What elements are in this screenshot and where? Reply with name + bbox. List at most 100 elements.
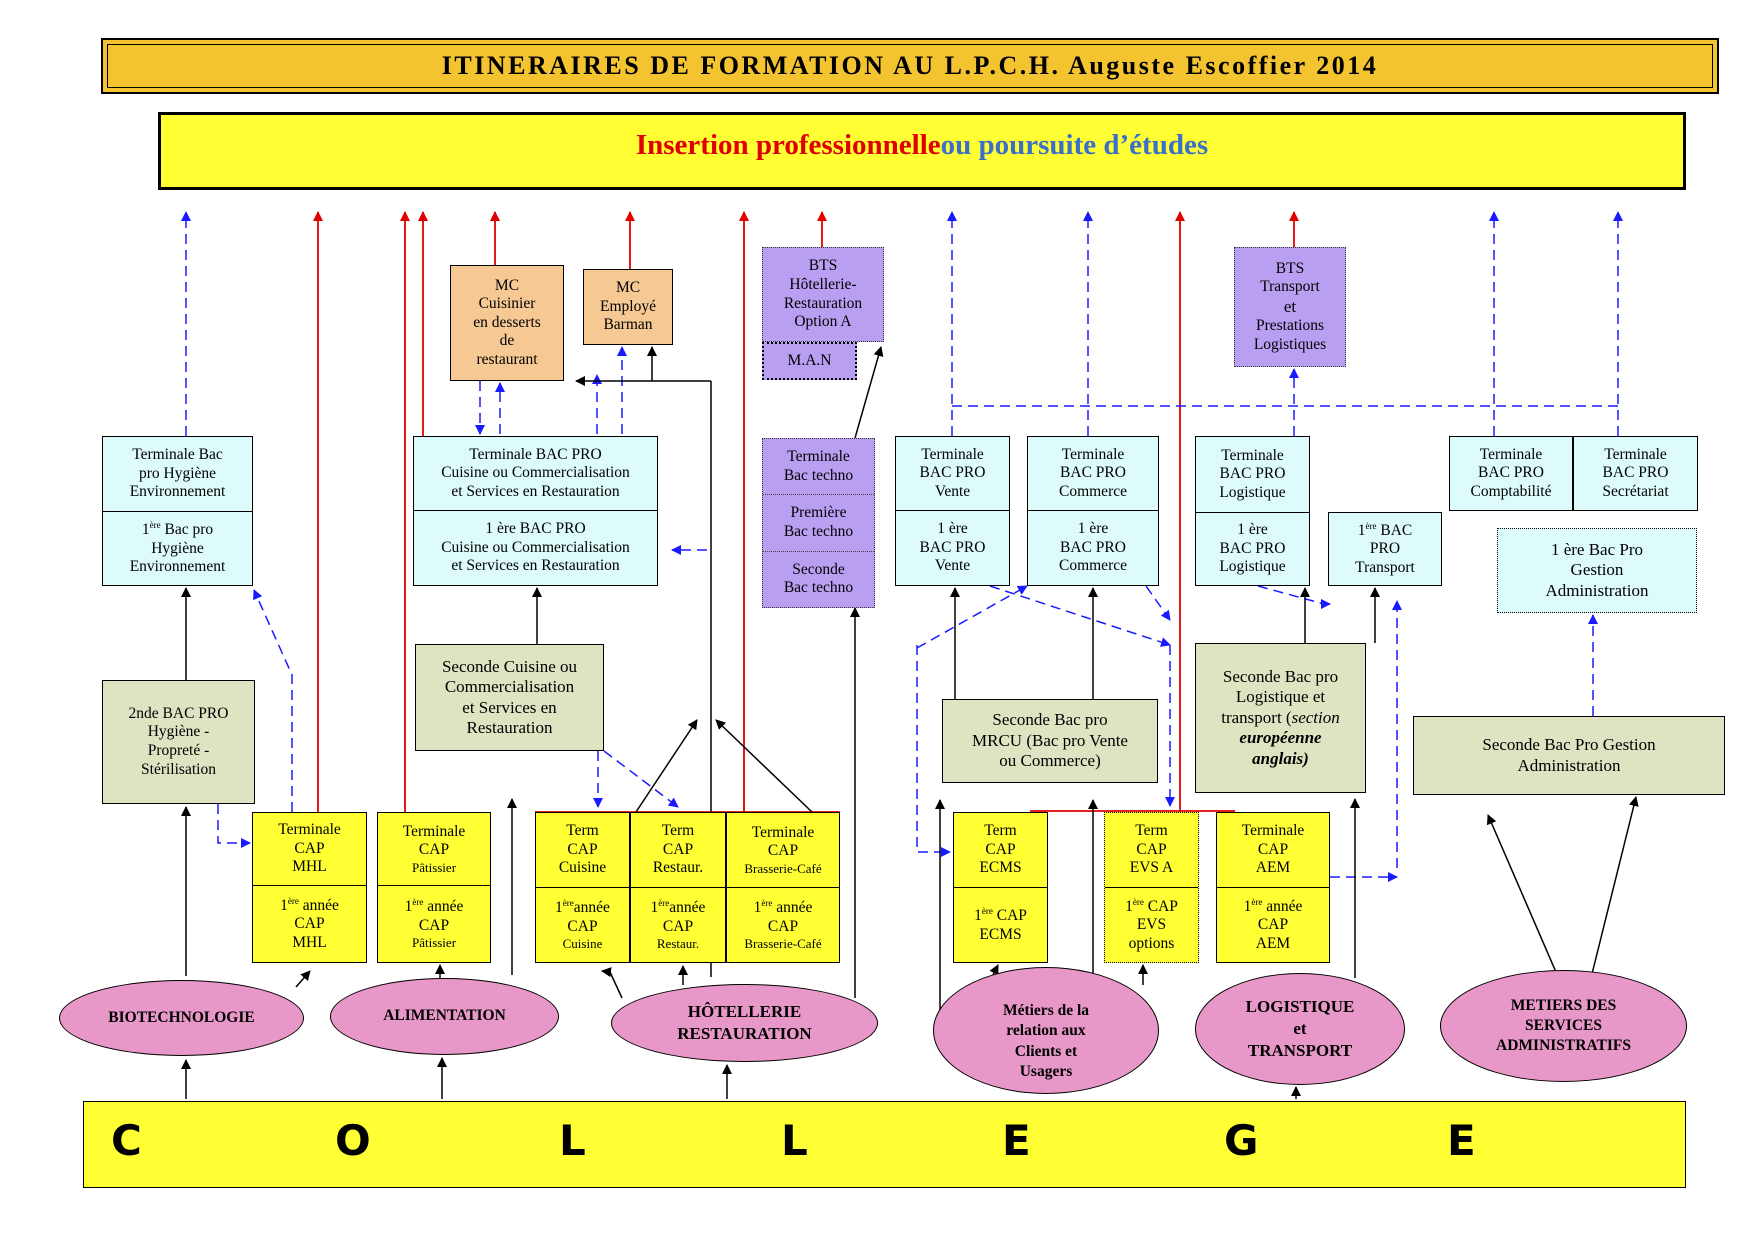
bac-pro-commerce-box: Terminale BAC PRO Commerce 1 ère BAC PRO… [1027,436,1159,586]
insertion-professionnelle-text: Insertion professionnelle [635,129,941,161]
premiere-gestion-box: 1 ère Bac Pro Gestion Administration [1497,528,1697,613]
seconde-bac-pro-hygiene-box: 2nde BAC PRO Hygiène - Propreté - Stéril… [102,680,255,804]
premiere-cap-evs: 1ère CAP EVS options [1105,887,1198,962]
premiere-annee-cap-mhl: 1ère année CAP MHL [253,885,366,962]
title-bar: ITINERAIRES DE FORMATION AU L.P.C.H. Aug… [101,38,1719,94]
sector-services-administratifs: METIERS DES SERVICES ADMINISTRATIFS [1440,970,1687,1082]
terminale-bac-pro-comptabilite: Terminale BAC PRO Comptabilité [1470,445,1552,500]
blue-arrow-18 [989,585,1171,647]
college-letter-e2: E [1447,1116,1476,1165]
seconde-cuisine-box: Seconde Cuisine ou Commercialisation et … [415,644,604,751]
bac-techno-box: Terminale Bac techno Première Bac techno… [762,438,875,608]
mc-employe-barman: MC Employé Barman [600,279,656,334]
black-arrow-27 [1486,814,1563,987]
seconde-bac-pro-mrcu: Seconde Bac pro MRCU (Bac pro Vente ou C… [972,710,1128,771]
blue-arrow-20 [1145,585,1171,621]
bts-hotellerie-box: BTS Hôtellerie- Restauration Option A [762,247,884,342]
premiere-bac-pro-commerce: 1 ère BAC PRO Commerce [1028,510,1158,585]
terminale-bac-pro-commerce: Terminale BAC PRO Commerce [1058,445,1127,500]
bac-pro-logistique-box: Terminale BAC PRO Logistique 1 ère BAC P… [1195,436,1310,586]
college-letter-l2: L [781,1116,808,1165]
bts-transport-box: BTS Transport et Prestations Logistiques [1234,247,1346,367]
blue-arrow-15 [603,750,679,808]
sector-alimentation: ALIMENTATION [330,978,559,1055]
black-arrow-5 [295,970,311,988]
sector-hotellerie-restauration: HÔTELLERIE RESTAURATION [611,984,878,1062]
seconde-gestion-box: Seconde Bac Pro Gestion Administration [1413,716,1725,795]
terminale-secretariat-box: Terminale BAC PRO Secrétariat [1573,436,1698,511]
blue-arrow-1 [253,589,293,812]
black-arrow-28 [1588,796,1639,987]
seconde-bac-techno: Seconde Bac techno [763,550,874,607]
premiere-bac-pro-vente: 1 ère BAC PRO Vente [896,510,1009,585]
sector-relation-clients: Métiers de la relation aux Clients et Us… [933,967,1159,1094]
man-label: M.A.N [787,351,832,369]
premiere-annee-cap-aem: 1ère année CAP AEM [1217,887,1329,962]
seconde-bac-pro-logistique: Seconde Bac pro Logistique et transport … [1221,667,1340,768]
college-bar: C O L L E G E [83,1101,1686,1188]
premiere-bac-pro-cuisine: 1 ère BAC PRO Cuisine ou Commercialisati… [414,510,657,585]
college-letter-e1: E [1002,1116,1031,1165]
terminale-bac-pro-cuisine: Terminale BAC PRO Cuisine ou Commerciali… [441,445,630,500]
terminale-bac-pro-vente: Terminale BAC PRO Vente [919,445,986,500]
cap-evs-box: Term CAP EVS A 1ère CAP EVS options [1104,812,1199,963]
bac-pro-vente-box: Terminale BAC PRO Vente 1 ère BAC PRO Ve… [895,436,1010,586]
terminale-comptabilite-box: Terminale BAC PRO Comptabilité [1449,436,1573,511]
cap-aem-box: Terminale CAP AEM 1ère année CAP AEM [1216,812,1330,963]
blue-arrow-23 [1257,585,1331,609]
terminale-bac-pro-logistique: Terminale BAC PRO Logistique [1219,446,1286,501]
mc-barman-box: MC Employé Barman [583,269,673,345]
seconde-logistique-box: Seconde Bac pro Logistique et transport … [1195,643,1366,793]
seconde-cuisine-commercialisation: Seconde Cuisine ou Commercialisation et … [441,656,578,737]
bac-pro-hygiene-box: Terminale Bac pro Hygiène Environnement … [102,436,253,586]
sector-logistique-transport: LOGISTIQUE et TRANSPORT [1195,973,1405,1085]
bac-pro-restauration-box: Terminale BAC PRO Cuisine ou Commerciali… [413,436,658,586]
blue-arrow-17 [916,585,1028,649]
premiere-bac-pro-hygiene: 1ère Bac pro Hygiène Environnement [103,511,252,585]
premiere-bac-pro-transport-box: 1ère BAC PRO Transport [1328,512,1442,586]
cap-mhl-box: Terminale CAP MHL 1ère année CAP MHL [252,812,367,963]
blue-arrow-2 [217,804,251,848]
term-cap-cuisine: Term CAP Cuisine [558,822,607,877]
term-cap-evs: Term CAP EVS A [1129,822,1174,877]
bts-transport-logistique: BTS Transport et Prestations Logistiques [1253,259,1327,353]
premiere-bac-pro-transport: 1ère BAC PRO Transport [1355,520,1415,576]
premiere-bac-pro-gestion: 1 ère Bac Pro Gestion Administration [1545,539,1649,600]
seconde-bac-pro-gestion: Seconde Bac Pro Gestion Administration [1482,735,1656,775]
college-letter-c: C [111,1116,142,1165]
terminale-cap-mhl: Terminale CAP MHL [278,821,341,876]
bts-hotellerie-restauration: BTS Hôtellerie- Restauration Option A [783,257,863,331]
black-arrow-14 [715,719,813,813]
seconde-bac-pro-hygiene: 2nde BAC PRO Hygiène - Propreté - Stéril… [128,704,229,778]
insertion-banner: Insertion professionnelle ou poursuite d… [158,112,1686,190]
premiere-bac-techno: Première Bac techno [763,494,874,550]
mc-cuisinier-box: MC Cuisinier en desserts de restaurant [450,265,564,381]
sector-biotechnologie: BIOTECHNOLOGIE [59,980,304,1056]
black-arrow-15 [601,967,623,999]
term-cap-ecms: Term CAP ECMS [979,822,1022,877]
college-letter-o: O [335,1116,371,1165]
black-arrow-13 [635,719,698,813]
terminale-bac-pro-hygiene: Terminale Bac pro Hygiène Environnement [129,446,226,501]
term-cap-restaur: Term CAP Restaur. [652,822,704,877]
blue-arrow-16 [916,645,951,857]
college-letter-g: G [1224,1116,1259,1165]
man-box: M.A.N [762,342,857,380]
seconde-mrcu-box: Seconde Bac pro MRCU (Bac pro Vente ou C… [942,699,1158,783]
college-letter-l1: L [559,1116,586,1165]
black-arrow-9 [854,346,884,439]
premiere-bac-pro-logistique: 1 ère BAC PRO Logistique [1196,511,1309,585]
terminale-cap-aem: Terminale CAP AEM [1241,822,1305,877]
mc-cuisinier-desserts: MC Cuisinier en desserts de restaurant [473,276,541,368]
